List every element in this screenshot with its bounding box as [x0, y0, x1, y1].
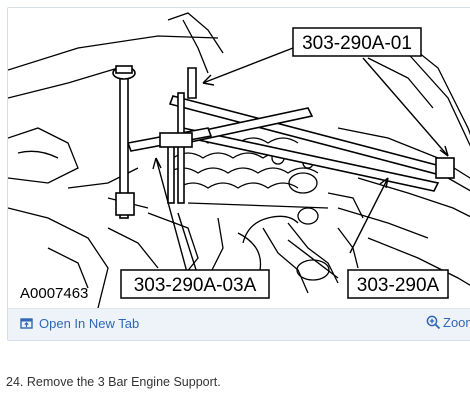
callout-bottom-left: 303-290A-03A — [120, 269, 270, 299]
step-instruction: 24. Remove the 3 Bar Engine Support. — [6, 375, 221, 389]
callout-bottom-left-label: 303-290A-03A — [134, 275, 257, 296]
zoom-icon — [426, 315, 441, 330]
zoom-label: Zoom — [443, 315, 470, 330]
callout-leaders — [152, 47, 449, 279]
open-in-new-tab-link[interactable]: Open In New Tab — [20, 316, 139, 331]
figure-toolbar: Open In New Tab Zoom — [8, 308, 470, 340]
callout-top-right: 303-290A-01 — [292, 27, 422, 57]
engine-bay-drawing — [8, 12, 470, 308]
open-in-new-tab-icon — [20, 318, 33, 329]
callout-bottom-right-label: 303-290A — [357, 275, 440, 296]
open-in-new-tab-label: Open In New Tab — [39, 316, 140, 331]
callout-top-right-label: 303-290A-01 — [302, 33, 412, 54]
callout-bottom-right: 303-290A — [347, 269, 449, 299]
zoom-button[interactable]: Zoom — [426, 315, 470, 330]
engine-support-tool-drawing — [112, 65, 455, 219]
figure-card: 303-290A-01 303-290A-03A 303-290A A00074… — [7, 7, 470, 341]
engine-support-illustration: 303-290A-01 303-290A-03A 303-290A A00074… — [8, 8, 470, 308]
figure-id: A0007463 — [20, 285, 88, 302]
